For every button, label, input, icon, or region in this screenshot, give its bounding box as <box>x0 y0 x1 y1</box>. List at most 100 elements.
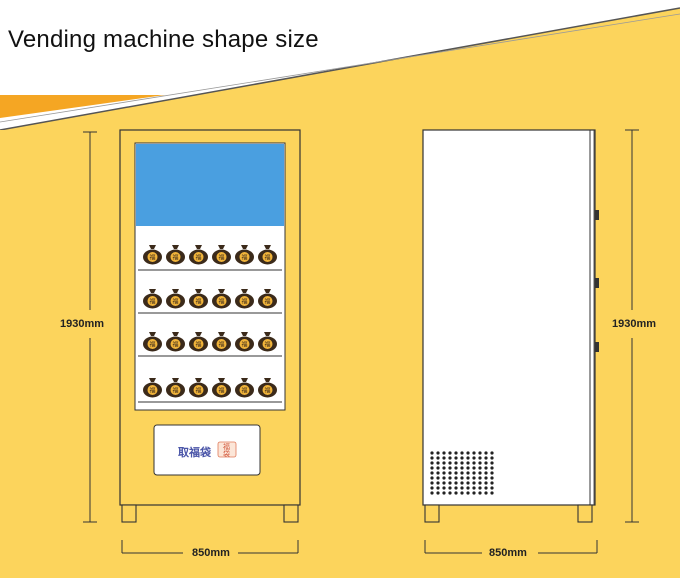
lucky-bag-item: 福 <box>188 287 209 309</box>
vent-hole <box>436 466 440 470</box>
vent-hole <box>460 471 464 475</box>
vent-hole <box>454 491 458 495</box>
vent-hole <box>490 476 494 480</box>
lucky-bag-glyph: 福 <box>218 254 224 262</box>
lucky-bag-item: 福 <box>211 330 232 352</box>
lucky-bag-item: 福 <box>165 287 186 309</box>
page-title: Vending machine shape size <box>8 26 319 53</box>
vent-hole <box>448 481 452 485</box>
kiosk-badge-top: 福 <box>223 443 230 451</box>
lucky-bag-item: 福 <box>257 330 278 352</box>
lucky-bag-glyph: 福 <box>241 254 247 262</box>
vent-hole <box>490 491 494 495</box>
vent-hole <box>442 471 446 475</box>
vent-hole <box>490 456 494 460</box>
shelf-row-4: 福福福福福福 <box>142 376 278 398</box>
lucky-bag-glyph: 福 <box>172 298 178 306</box>
lucky-bag-item: 福 <box>211 287 232 309</box>
vent-hole <box>448 486 452 490</box>
vent-hole <box>442 456 446 460</box>
vent-hole <box>484 451 488 455</box>
width-label-side: 850mm <box>486 547 530 559</box>
lucky-bag-glyph: 福 <box>195 387 201 395</box>
vent-hole <box>466 491 470 495</box>
lucky-bag-item: 福 <box>188 376 209 398</box>
vent-hole <box>460 466 464 470</box>
vent-hole <box>490 481 494 485</box>
vent-hole <box>442 466 446 470</box>
vent-hole <box>448 471 452 475</box>
vent-hole <box>454 486 458 490</box>
vent-hole <box>442 476 446 480</box>
vent-hole <box>436 451 440 455</box>
vent-hole <box>448 491 452 495</box>
vent-hole <box>466 471 470 475</box>
shelf-row-3: 福福福福福福 <box>142 330 278 352</box>
vent-hole <box>448 476 452 480</box>
lucky-bag-glyph: 福 <box>195 254 201 262</box>
lucky-bag-glyph: 福 <box>172 387 178 395</box>
lucky-bag-item: 福 <box>211 243 232 265</box>
front-machine <box>119 129 301 523</box>
lucky-bag-glyph: 福 <box>264 341 270 349</box>
vent-hole <box>430 486 434 490</box>
vent-hole <box>478 451 482 455</box>
lucky-bag-item: 福 <box>142 243 163 265</box>
lucky-bag-item: 福 <box>257 243 278 265</box>
kiosk-badge-bottom: 袋 <box>223 450 230 458</box>
width-dimension-front <box>121 540 299 554</box>
lucky-bag-item: 福 <box>165 330 186 352</box>
lucky-bag-glyph: 福 <box>241 387 247 395</box>
lucky-bag-glyph: 福 <box>264 254 270 262</box>
vent-hole <box>466 486 470 490</box>
lucky-bag-glyph: 福 <box>172 341 178 349</box>
vent-hole <box>490 461 494 465</box>
vent-hole <box>442 481 446 485</box>
vent-hole <box>436 486 440 490</box>
vent-hole <box>436 456 440 460</box>
vent-hole <box>490 451 494 455</box>
vent-hole <box>454 481 458 485</box>
header-band <box>0 0 680 130</box>
lucky-bag-glyph: 福 <box>264 298 270 306</box>
vent-hole <box>448 456 452 460</box>
side-machine <box>422 129 599 523</box>
vent-hole <box>490 471 494 475</box>
vent-hole <box>490 466 494 470</box>
lucky-bag-item: 福 <box>142 376 163 398</box>
vent-hole <box>478 476 482 480</box>
vent-hole <box>472 481 476 485</box>
vent-hole <box>430 466 434 470</box>
shelf-row-1: 福福福福福福 <box>142 243 278 265</box>
vent-hole <box>430 491 434 495</box>
vent-hole <box>430 451 434 455</box>
vent-hole <box>454 456 458 460</box>
lucky-bag-glyph: 福 <box>149 387 155 395</box>
lucky-bag-glyph: 福 <box>218 341 224 349</box>
vent-hole <box>478 491 482 495</box>
lucky-bag-glyph: 福 <box>172 254 178 262</box>
vent-hole <box>478 486 482 490</box>
vent-hole <box>436 471 440 475</box>
vent-hole <box>448 451 452 455</box>
vent-hole <box>436 481 440 485</box>
vent-hole <box>484 466 488 470</box>
lucky-bag-glyph: 福 <box>218 387 224 395</box>
width-dimension-side <box>424 540 598 554</box>
vent-hole <box>460 486 464 490</box>
vent-hole <box>442 461 446 465</box>
vent-hole <box>484 486 488 490</box>
vent-hole <box>478 481 482 485</box>
vent-hole <box>448 461 452 465</box>
height-dimension-right <box>625 129 639 523</box>
shelf-row-2: 福福福福福福 <box>142 287 278 309</box>
height-label-right: 1930mm <box>609 318 660 330</box>
vent-hole <box>478 466 482 470</box>
vent-hole <box>466 476 470 480</box>
vent-hole <box>472 466 476 470</box>
vent-hole <box>472 476 476 480</box>
vent-hole <box>430 476 434 480</box>
lucky-bag-item: 福 <box>234 243 255 265</box>
height-label-left: 1930mm <box>57 318 108 330</box>
lucky-bag-glyph: 福 <box>195 341 201 349</box>
